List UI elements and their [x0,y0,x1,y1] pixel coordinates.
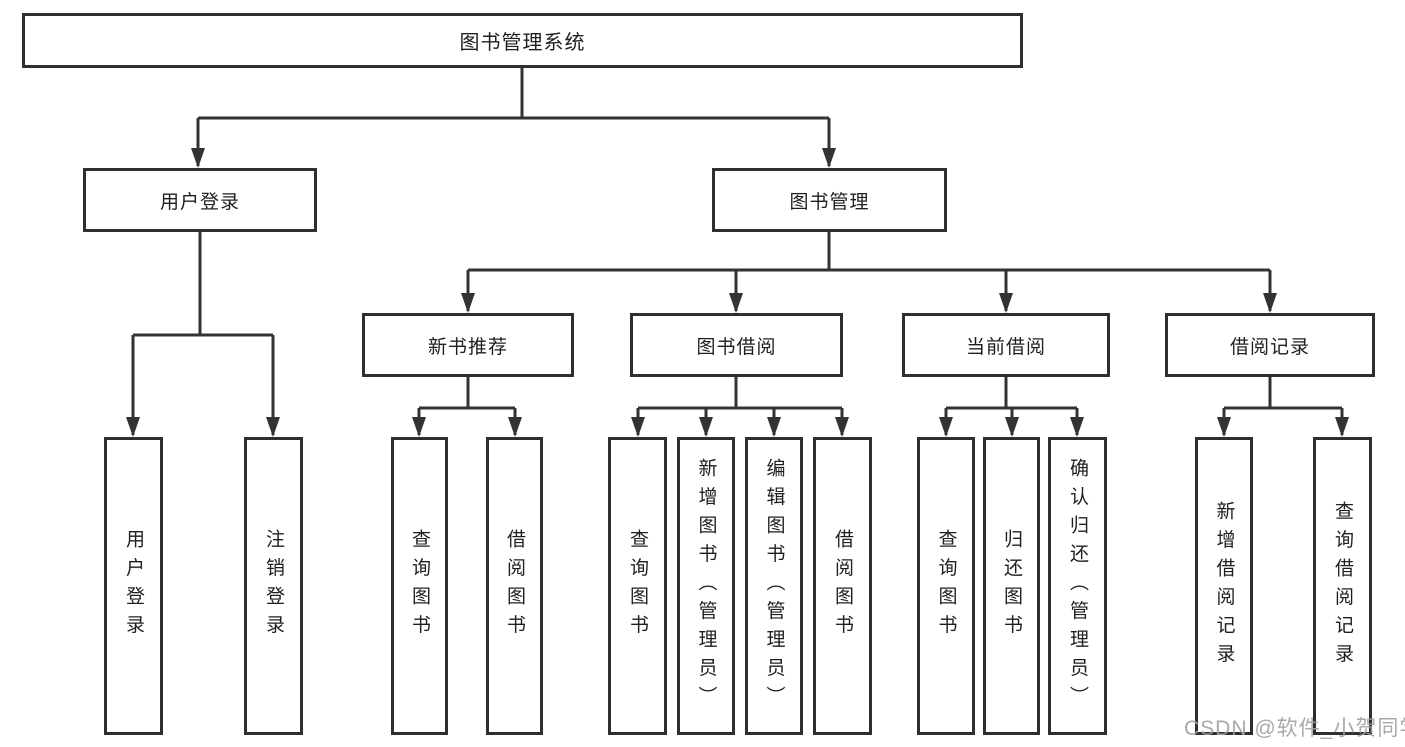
node-book-management: 图书管理 [712,168,947,232]
arrow-down-icon [412,417,426,437]
leaf-edit-books-admin: 编辑图书（管理员） [745,437,803,735]
arrow-down-icon [939,417,953,437]
leaf-return-books: 归还图书 [983,437,1040,735]
connector-user-login-children [131,232,275,435]
leaf-label: 编辑图书（管理员） [763,457,785,715]
leaf-label: 归还图书 [1001,529,1022,643]
leaf-logout: 注销登录 [244,437,303,735]
connector-new-book-children [417,377,517,435]
arrow-down-icon [508,417,522,437]
leaf-label: 查询借阅记录 [1332,500,1353,672]
leaf-label: 查询图书 [627,529,648,643]
node-current-borrowing: 当前借阅 [902,313,1110,377]
leaf-add-borrow-record: 新增借阅记录 [1195,437,1253,735]
leaf-query-books: 查询图书 [608,437,667,735]
leaf-add-books-admin: 新增图书（管理员） [677,437,735,735]
arrow-down-icon [729,293,743,313]
leaf-query-books: 查询图书 [391,437,448,735]
connector-borrow-record-children [1222,377,1344,435]
node-book-borrowing: 图书借阅 [630,313,843,377]
leaf-label: 查询图书 [935,529,957,643]
arrow-down-icon [1335,417,1349,437]
connector-root-to-level2 [196,68,831,166]
csdn-watermark: CSDN @软件_小贺同学 [1184,717,1405,740]
leaf-user-login: 用户登录 [104,437,163,735]
arrow-down-icon [461,293,475,313]
arrow-down-icon [1217,417,1231,437]
leaf-label: 新增借阅记录 [1213,500,1235,672]
leaf-label: 新增图书（管理员） [695,457,717,715]
arrow-down-icon [126,417,140,437]
leaf-query-books: 查询图书 [917,437,975,735]
node-borrowing-records: 借阅记录 [1165,313,1375,377]
connector-book-borrow-children [636,377,844,435]
arrow-down-icon [767,417,781,437]
leaf-borrow-books: 借阅图书 [486,437,543,735]
arrow-down-icon [822,148,836,168]
arrow-down-icon [191,148,205,168]
leaf-label: 查询图书 [409,529,430,643]
node-user-login: 用户登录 [83,168,317,232]
arrowheads [126,148,1349,437]
leaf-label: 确认归还（管理员） [1067,457,1088,715]
arrow-down-icon [266,417,280,437]
connector-book-mgmt-children [466,232,1272,311]
node-library-management-system: 图书管理系统 [22,13,1023,68]
leaf-borrow-books: 借阅图书 [813,437,872,735]
arrow-down-icon [699,417,713,437]
leaf-label: 注销登录 [263,529,284,643]
arrow-down-icon [1263,293,1277,313]
arrow-down-icon [999,293,1013,313]
leaf-label: 借阅图书 [504,529,525,643]
leaf-confirm-return-admin: 确认归还（管理员） [1048,437,1107,735]
arrow-down-icon [835,417,849,437]
arrow-down-icon [1005,417,1019,437]
leaf-label: 借阅图书 [832,529,853,643]
leaf-label: 用户登录 [123,529,144,643]
arrow-down-icon [1070,417,1084,437]
connector-lines [131,68,1344,435]
leaf-query-borrow-record: 查询借阅记录 [1313,437,1372,735]
node-new-book-recommendation: 新书推荐 [362,313,574,377]
arrow-down-icon [631,417,645,437]
